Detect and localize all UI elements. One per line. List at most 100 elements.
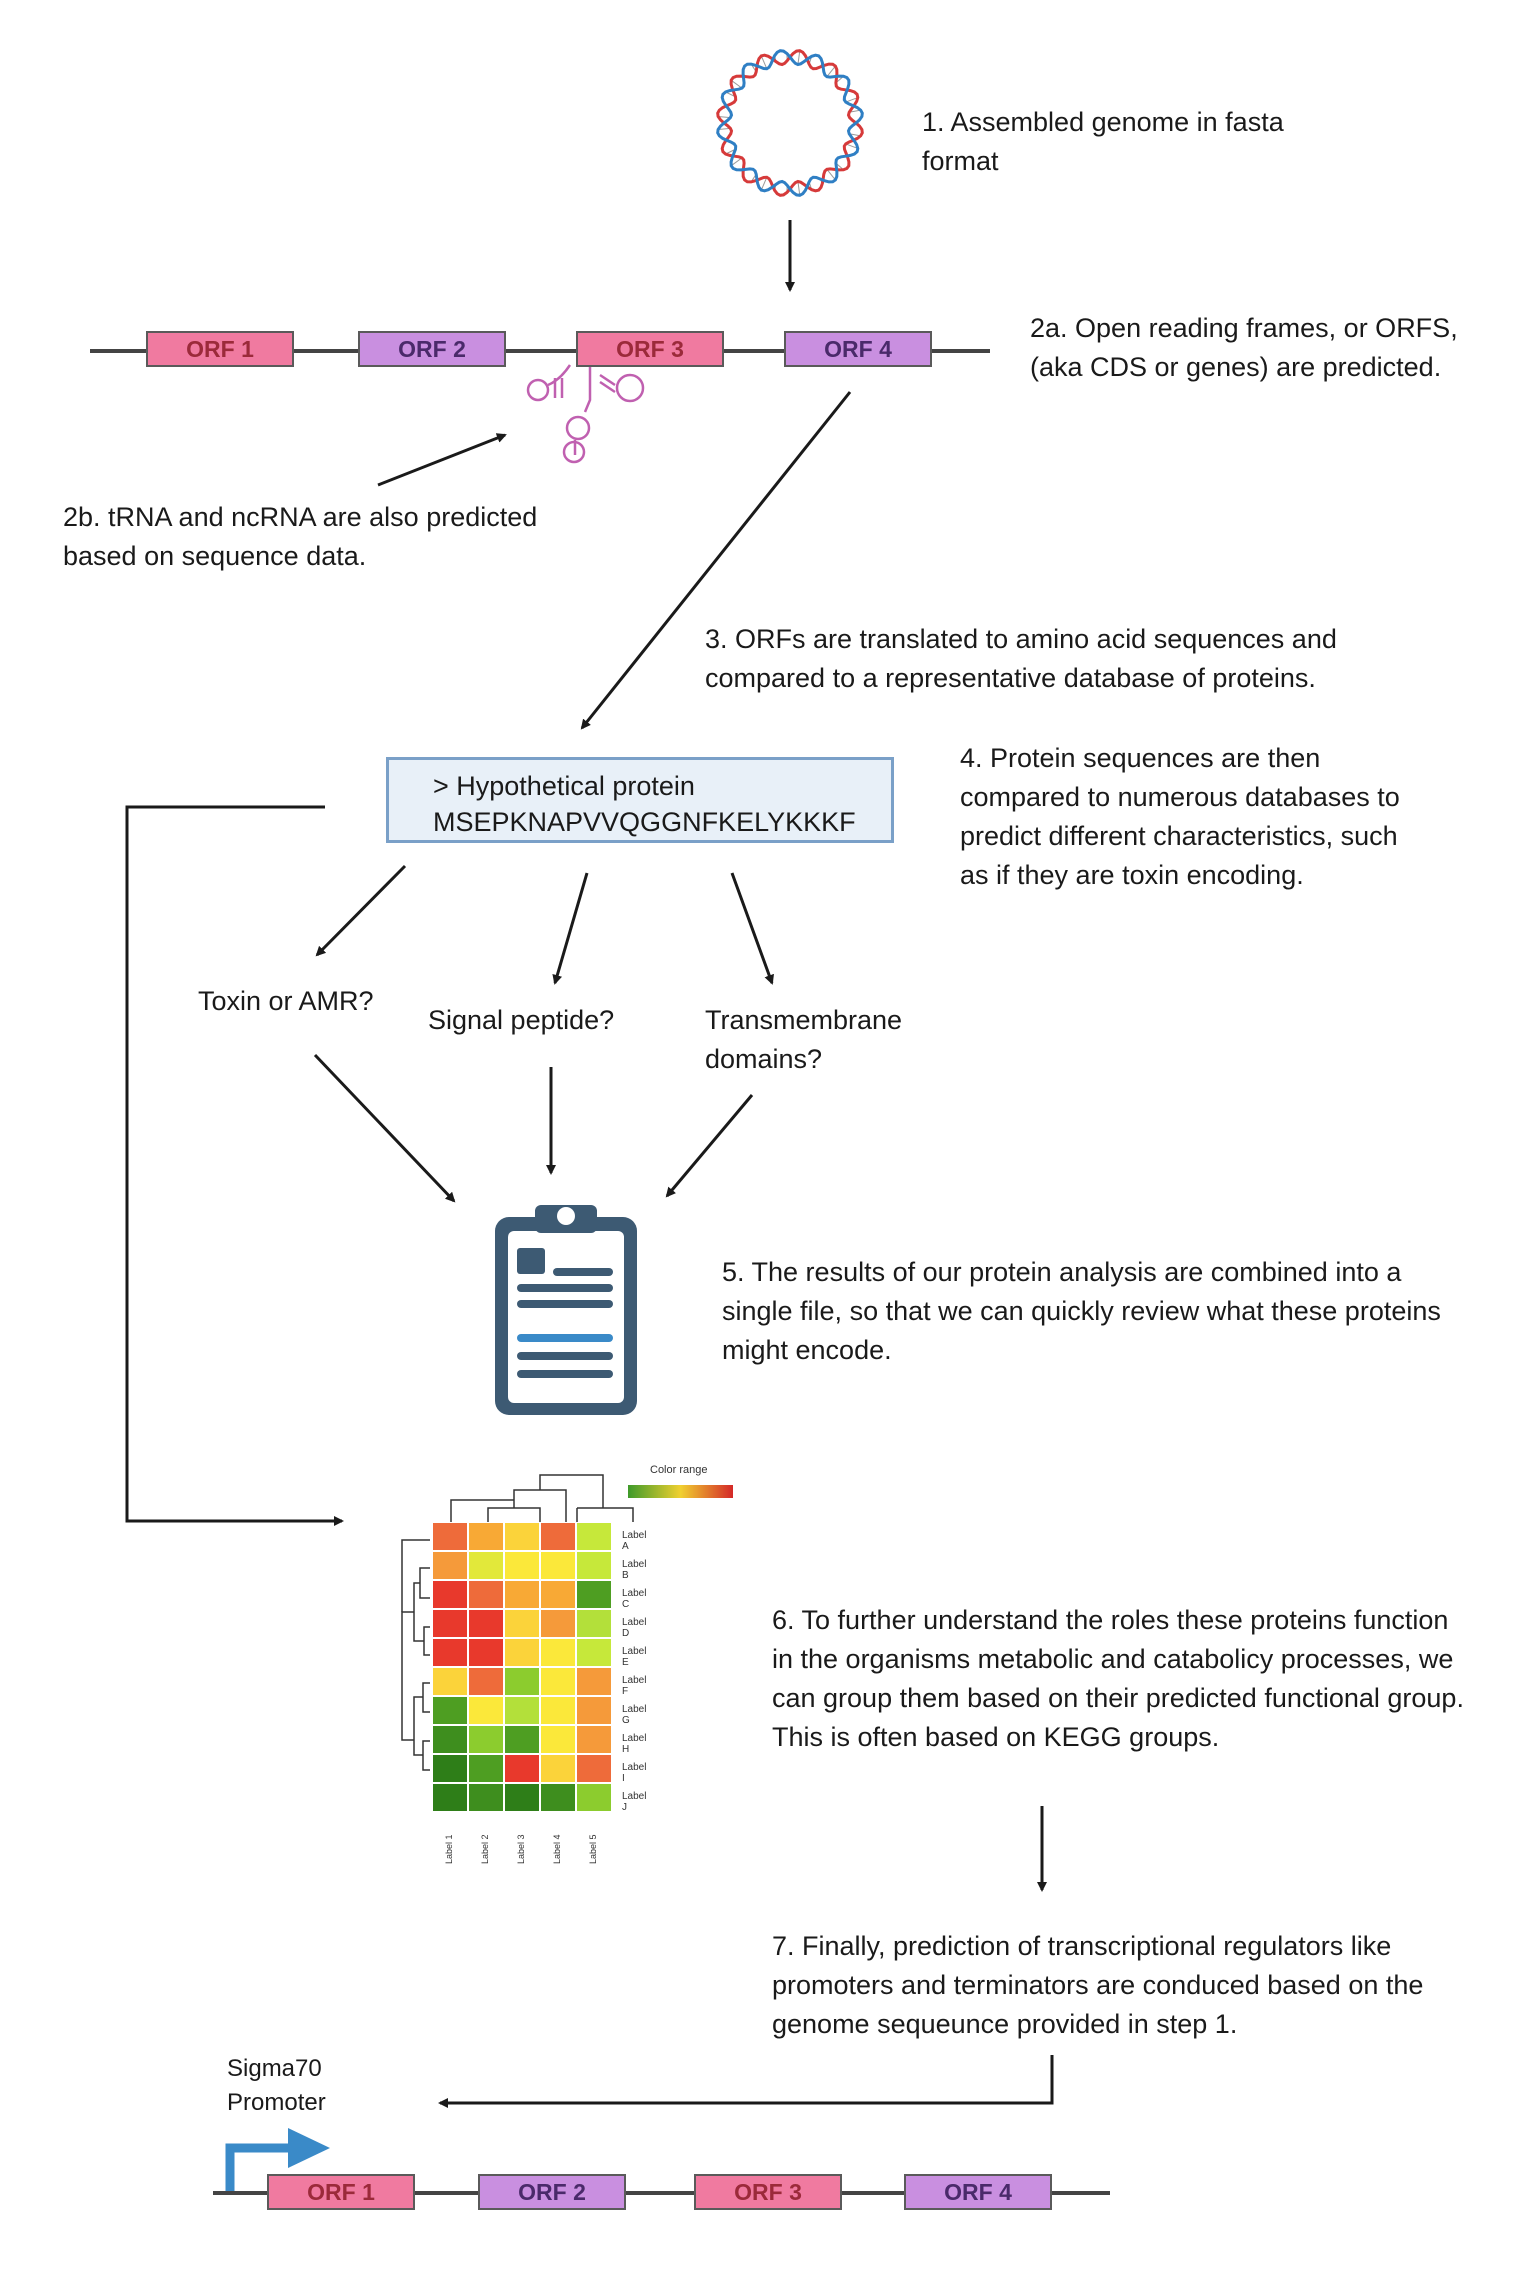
heatmap-cell <box>576 1783 612 1812</box>
heatmap-row-label: Label E <box>622 1646 647 1668</box>
heatmap-cell <box>504 1783 540 1812</box>
heatmap-row-dendrogram <box>401 1539 430 1771</box>
heatmap-cell <box>468 1725 504 1754</box>
dna-rung <box>797 181 801 196</box>
heatmap-cell <box>468 1638 504 1667</box>
heatmap-cell <box>432 1609 468 1638</box>
heatmap-cell <box>432 1667 468 1696</box>
dna-rung <box>718 127 731 130</box>
question-toxin: Toxin or AMR? <box>198 986 374 1016</box>
trna-icon <box>526 364 645 464</box>
heatmap-cell <box>540 1638 576 1667</box>
heatmap-cell <box>468 1754 504 1783</box>
heatmap-row-label: Label I <box>622 1762 647 1784</box>
step-6-text: 6. To further understand the roles these… <box>772 1605 1464 1752</box>
step-3-text: 3. ORFs are translated to amino acid seq… <box>705 624 1337 693</box>
orf-2-bottom: ORF 2 <box>478 2174 626 2210</box>
heatmap-cell <box>504 1754 540 1783</box>
protein-sequence: MSEPKNAPVVQGGNFKELYKKKF <box>433 807 856 837</box>
heatmap-row-label: Label F <box>622 1675 647 1697</box>
step-5-text: 5. The results of our protein analysis a… <box>722 1257 1441 1365</box>
heatmap-cell <box>540 1522 576 1551</box>
promoter-label: Sigma70 Promoter <box>227 2055 326 2116</box>
heatmap-color-title: Color range <box>650 1464 708 1476</box>
heatmap-cell <box>468 1551 504 1580</box>
heatmap-cell <box>504 1667 540 1696</box>
heatmap-column-label: Label 4 <box>552 1834 562 1864</box>
heatmap-cell <box>468 1522 504 1551</box>
orf-3-top: ORF 3 <box>576 331 724 367</box>
heatmap-column-dendrogram <box>450 1474 634 1522</box>
step-2b-text: 2b. tRNA and ncRNA are also predicted ba… <box>63 502 538 571</box>
dna-rung <box>760 177 768 191</box>
clipboard-icon <box>495 1205 637 1415</box>
orf-4-top: ORF 4 <box>784 331 932 367</box>
heatmap-cell <box>540 1609 576 1638</box>
genome-circle-icon <box>716 49 864 197</box>
dna-rung <box>718 116 731 119</box>
heatmap-cell <box>576 1754 612 1783</box>
heatmap-column-label: Label 3 <box>516 1834 526 1864</box>
protein-header: > Hypothetical protein <box>433 771 695 801</box>
heatmap-cell <box>540 1754 576 1783</box>
step-7-text: 7. Finally, prediction of transcriptiona… <box>772 1931 1424 2039</box>
heatmap-cell <box>540 1551 576 1580</box>
heatmap-cell <box>432 1638 468 1667</box>
dna-rung <box>826 65 836 78</box>
heatmap-row-label: Label C <box>622 1588 647 1610</box>
orf-1-top: ORF 1 <box>146 331 294 367</box>
heatmap-column-label: Label 2 <box>480 1834 490 1864</box>
genome-line-bottom <box>213 2191 1110 2195</box>
heatmap-cell <box>504 1725 540 1754</box>
heatmap-cell <box>468 1580 504 1609</box>
heatmap-cell <box>576 1638 612 1667</box>
arrow-step7-to-promoter <box>438 2055 1054 2108</box>
dna-strand-red <box>716 49 864 197</box>
arrow-toxin-to-clipboard <box>313 1053 456 1203</box>
heatmap-cell <box>504 1638 540 1667</box>
heatmap-cell <box>504 1551 540 1580</box>
heatmap-cell <box>540 1696 576 1725</box>
heatmap-cell <box>540 1667 576 1696</box>
heatmap-cell <box>432 1551 468 1580</box>
heatmap-cell <box>432 1580 468 1609</box>
step-4-text: 4. Protein sequences are then compared t… <box>960 743 1400 890</box>
question-transmembrane: Transmembrane domains? <box>705 1005 903 1074</box>
dna-strand-blue <box>716 49 864 197</box>
heatmap-cell <box>576 1696 612 1725</box>
heatmap-row-label: Label H <box>622 1733 647 1755</box>
arrow-protein-to-signal <box>552 872 589 985</box>
question-signal-peptide: Signal peptide? <box>428 1005 615 1035</box>
heatmap-cell <box>504 1580 540 1609</box>
heatmap-cell <box>432 1696 468 1725</box>
heatmap-cell <box>432 1725 468 1754</box>
heatmap-cell <box>540 1725 576 1754</box>
promoter-arrow-icon <box>225 2128 330 2192</box>
heatmap-column-label: Label 5 <box>588 1834 598 1864</box>
heatmap-row-label: Label A <box>622 1530 647 1552</box>
heatmap-row-label: Label J <box>622 1791 647 1813</box>
heatmap-cell <box>504 1696 540 1725</box>
heatmap-cell <box>540 1783 576 1812</box>
dna-rung <box>845 143 858 149</box>
orf-3-bottom: ORF 3 <box>694 2174 842 2210</box>
dna-rung <box>730 157 743 167</box>
arrow-2b-to-trna <box>377 433 507 487</box>
orf-1-bottom: ORF 1 <box>267 2174 415 2210</box>
heatmap-cell <box>576 1725 612 1754</box>
protein-sequence-box: > Hypothetical protein MSEPKNAPVVQGGNFKE… <box>386 757 894 843</box>
heatmap-cell <box>432 1754 468 1783</box>
arrow-protein-to-transmembrane <box>730 872 774 985</box>
heatmap-row-label: Label B <box>622 1559 647 1581</box>
step-1-text: 1. Assembled genome in fasta format <box>922 107 1284 176</box>
heatmap-cell <box>468 1783 504 1812</box>
orf-2-top: ORF 2 <box>358 331 506 367</box>
dna-rung <box>826 168 836 181</box>
orf-4-bottom: ORF 4 <box>904 2174 1052 2210</box>
heatmap-cell <box>504 1609 540 1638</box>
heatmap-cell <box>468 1609 504 1638</box>
arrow-protein-to-heatmap <box>125 805 344 1526</box>
heatmap-row-label: Label G <box>622 1704 647 1726</box>
